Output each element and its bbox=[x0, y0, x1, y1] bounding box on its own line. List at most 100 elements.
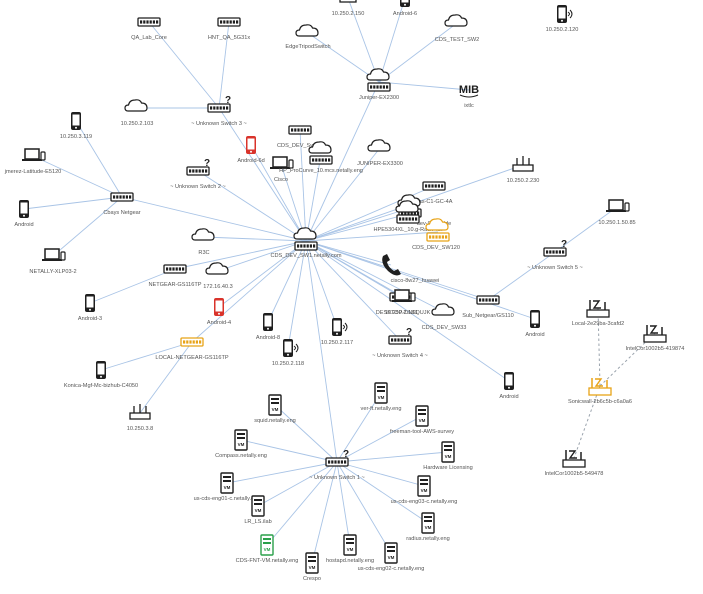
node-label: EdgeTripodSwitch bbox=[285, 44, 330, 50]
link-n_center-n_juniper_ex3300 bbox=[305, 147, 381, 242]
node-label: CDS_DEV_SW33 bbox=[422, 325, 467, 331]
node-intel-2[interactable]: IntelCor1002b5-549478 bbox=[545, 450, 604, 477]
node-laptop-left[interactable]: jmerez-Latitude-E5120 bbox=[4, 148, 62, 175]
node-android3[interactable]: Android-3 bbox=[78, 294, 102, 322]
link-n_juniper-n_top1 bbox=[348, 0, 380, 83]
node-ap-58[interactable]: 10.250.3.8 bbox=[127, 404, 153, 432]
link-n_center-n_android4 bbox=[218, 240, 307, 308]
link-n_center-n_android_tab bbox=[267, 240, 307, 323]
node-hpe[interactable]: HPE5304XL_10.g-Rack-4th bbox=[373, 200, 443, 233]
node-label: 10.250.2.120 bbox=[546, 27, 579, 33]
unknown-switch-icon: ? bbox=[388, 327, 412, 345]
node-sub-netgear[interactable]: Sub_Netgear/GS110 bbox=[462, 295, 514, 319]
node-cds-dev-sw33[interactable]: CDS_DEV_SW33 bbox=[422, 303, 467, 331]
node-label: CDS_TEST_SW2 bbox=[435, 37, 479, 43]
node-ip-117[interactable]: 10.250.2.117 bbox=[321, 318, 353, 346]
virtual-machine-icon: VM bbox=[234, 429, 248, 451]
cloud-icon bbox=[205, 262, 229, 275]
node-cbays[interactable]: Cbays Netgear bbox=[103, 192, 141, 216]
node-juniper-ex3300[interactable]: JUNIPER-EX3300 bbox=[357, 139, 403, 167]
node-ip-205[interactable]: 10.250.1.50.85 bbox=[598, 199, 636, 226]
switch-icon bbox=[137, 17, 161, 27]
node-android-left[interactable]: Android bbox=[14, 200, 34, 228]
node-android-r[interactable]: Android bbox=[525, 310, 545, 338]
node-ap-230[interactable]: 10.250.2.230 bbox=[507, 156, 540, 184]
node-mobile-top[interactable]: 10.250.2.120 bbox=[546, 5, 579, 33]
node-lab-core[interactable]: QA_Lab_Core bbox=[131, 17, 167, 41]
node-label: Local-2e29ba-3cafd2 bbox=[572, 321, 625, 327]
cloud-icon bbox=[431, 303, 455, 316]
node-fortiswitch[interactable]: EdgeTripodSwitch bbox=[285, 24, 331, 50]
node-cds-dev-switch[interactable]: CDS_DEV_Switch bbox=[277, 125, 323, 149]
node-cloud-10[interactable]: 10.250.2.103 bbox=[121, 99, 154, 127]
node-android-mid[interactable]: Android bbox=[499, 372, 519, 400]
node-label: Crespo bbox=[303, 576, 321, 582]
link-n_unknown1-n_vm_hw bbox=[336, 451, 449, 463]
node-unknown5[interactable]: ?~ Unknown Switch 5 ~ bbox=[527, 239, 583, 271]
node-phone[interactable]: cisco-8w27_huawei bbox=[382, 254, 439, 284]
node-hnt[interactable]: HNT_QA_5G31x bbox=[208, 17, 250, 41]
virtual-machine-icon: VM bbox=[441, 441, 455, 463]
node-konica[interactable]: Konica-Mgf-Mc-bizhub-C4050 bbox=[64, 361, 138, 389]
switch-icon bbox=[476, 295, 500, 305]
link-n_center-n_cds_dev_sw120 bbox=[305, 231, 439, 242]
phone-icon bbox=[382, 254, 401, 276]
node-label: 10.250.2.118 bbox=[272, 361, 304, 367]
node-unknown2[interactable]: ?~ Unknown Switch 2 ~ bbox=[170, 158, 226, 190]
node-intel-1[interactable]: IntelCor1002b5-419874 bbox=[626, 325, 685, 352]
node-netali[interactable]: NETALLY-XLP03-2 bbox=[29, 248, 77, 275]
node-label: Android-3 bbox=[78, 316, 102, 322]
node-cds-dev-sw120[interactable]: CDS_DEV_SW120 bbox=[412, 218, 460, 251]
node-local-netgear[interactable]: LOCAL-NETGEAR-GS116TP bbox=[155, 337, 229, 361]
node-android-red[interactable]: Android-6d bbox=[237, 136, 265, 164]
node-label: us-cds-eng01-c.netally.eng bbox=[194, 496, 261, 502]
node-hp-sw[interactable]: HP_ProCurve_10.mcs.netally.eng bbox=[279, 141, 363, 174]
node-unknown3[interactable]: ?~ Unknown Switch 3 ~ bbox=[191, 95, 247, 127]
node-center[interactable]: CDS_DEV_SW1.netally.com bbox=[270, 227, 342, 259]
link-n_center-n_ip_117 bbox=[305, 240, 338, 328]
node-top1[interactable]: 10.250.2.150 bbox=[332, 0, 365, 17]
node-juniper[interactable]: Juniper-EX2300 bbox=[359, 68, 399, 101]
node-label: Android bbox=[14, 222, 33, 228]
node-label: 10.250.2.103 bbox=[121, 121, 154, 127]
node-ip-118[interactable]: 10.250.2.118 bbox=[272, 339, 304, 367]
node-unknown1[interactable]: ?~ Unknown Switch 1 ~ bbox=[309, 449, 365, 481]
link-n_juniper-n_cds_test bbox=[378, 22, 458, 83]
node-netgear-gs[interactable]: NETGEAR-GS116TP bbox=[148, 264, 202, 288]
virtual-machine-icon: VM bbox=[260, 534, 274, 556]
node-r3c[interactable]: R3C bbox=[191, 228, 215, 256]
node-android-tab[interactable]: Android-8 bbox=[256, 313, 280, 341]
node-android4[interactable]: Android-4 bbox=[207, 298, 231, 326]
node-label: Cbays Netgear bbox=[103, 210, 140, 216]
node-cisco[interactable]: Cisco bbox=[270, 156, 294, 183]
svg-text:VM: VM bbox=[238, 442, 245, 447]
node-ip-70[interactable]: 172.16.40.3 bbox=[203, 262, 233, 290]
link-n_unknown1-n_vm_squid bbox=[274, 404, 338, 463]
node-sonicwall[interactable]: Sonicwall-2b6c5b-c6a0a6 bbox=[568, 378, 632, 405]
node-local-2e[interactable]: Local-2e29ba-3cafd2 bbox=[572, 300, 625, 327]
node-desktop[interactable]: DESKTOP-DN6QUJK bbox=[376, 289, 431, 316]
node-cds-test[interactable]: CDS_TEST_SW2 bbox=[435, 14, 479, 43]
node-ip-119[interactable]: 10.250.3.119 bbox=[60, 112, 92, 140]
node-android-top[interactable]: Android-6 bbox=[393, 0, 417, 17]
node-unknown4[interactable]: ?~ Unknown Switch 4 ~ bbox=[372, 327, 428, 359]
mib-icon: MIB bbox=[459, 84, 479, 98]
node-label: Android bbox=[525, 332, 544, 338]
mobile-device-icon bbox=[400, 0, 410, 7]
node-nas[interactable]: nas-C1-GC-4A bbox=[416, 181, 453, 205]
